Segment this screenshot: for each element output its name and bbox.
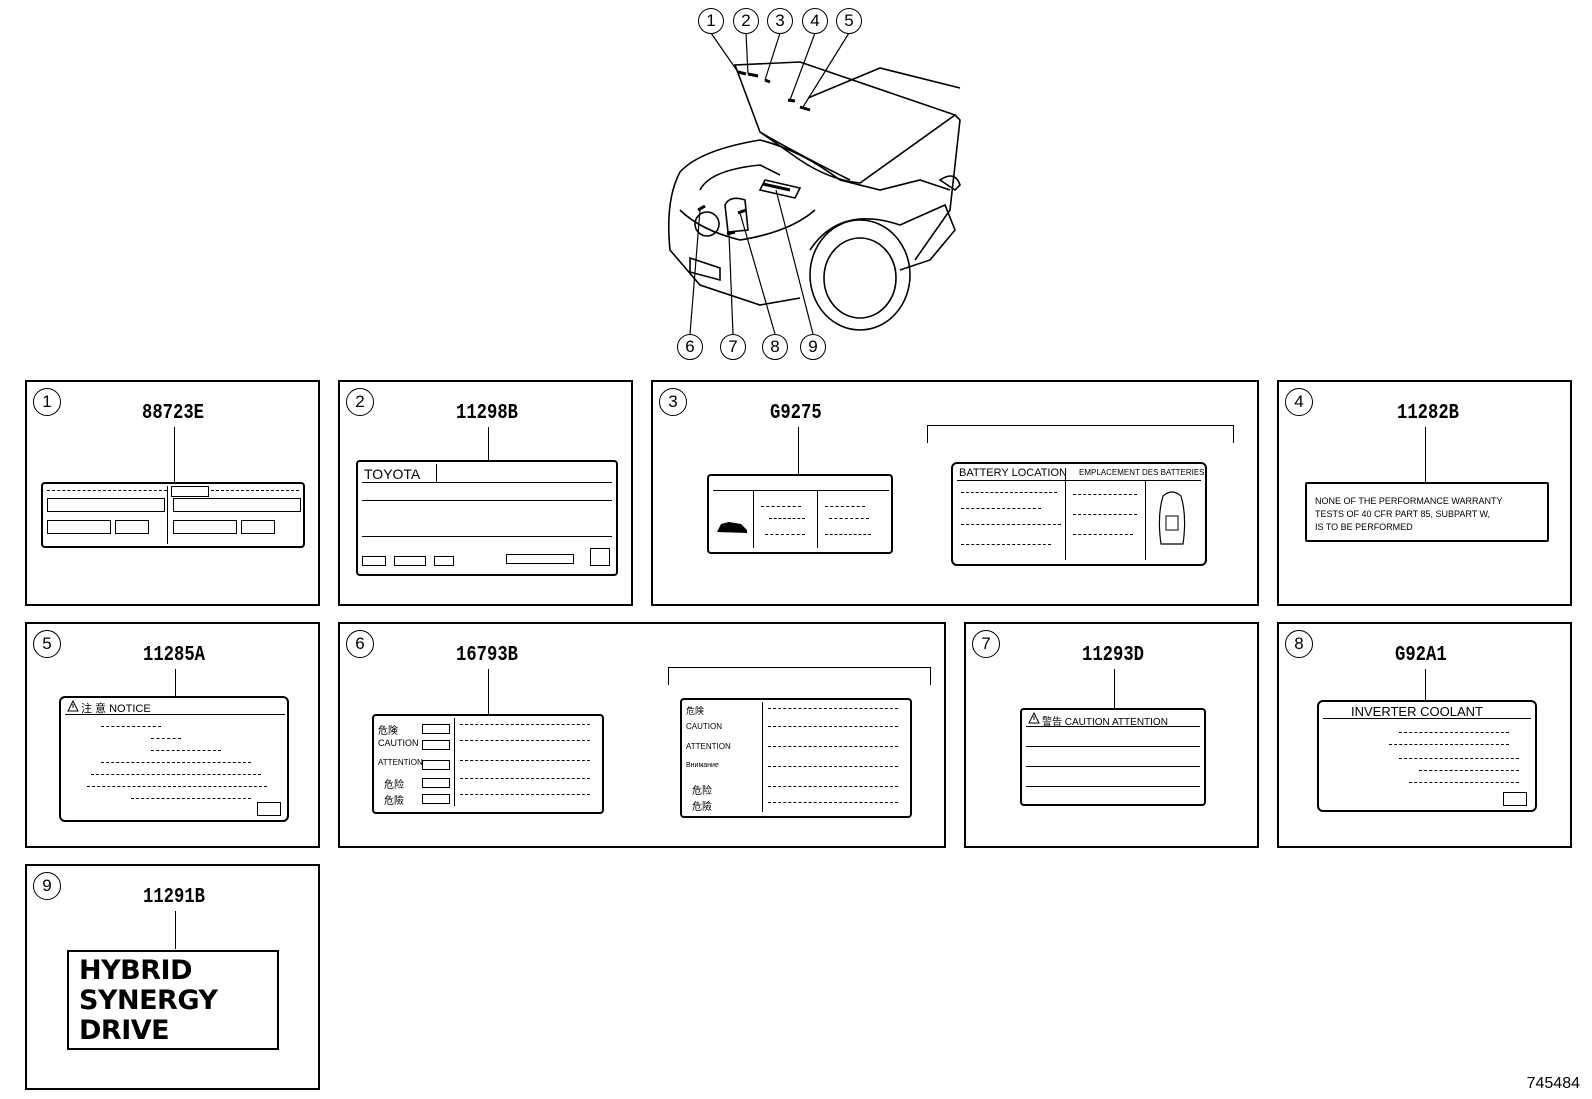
panel-6: 6 16793B 危険 CAUTION ATTENTION 危险 危險 危険 C… [338,622,946,848]
panel-5: 5 11285A 注 意 NOTICE [25,622,320,848]
panel-number: 7 [972,630,1000,658]
label-11285A: 注 意 NOTICE [59,696,289,822]
callout-7: 7 [720,334,746,360]
row-label-0: 危険 [378,726,398,737]
callout-5: 5 [836,8,862,34]
leader-line [488,427,489,479]
part-number: 11282B [1397,402,1460,425]
part-number: G9275 [770,402,822,425]
callout-2: 2 [733,8,759,34]
leader-line [174,427,175,487]
callout-9: 9 [800,334,826,360]
part-number: 11298B [456,402,519,425]
callout-8: 8 [762,334,788,360]
leader-line [175,911,176,949]
part-number: 16793B [456,644,519,667]
leader-line [1425,669,1426,701]
row-label-4: 危險 [384,796,404,807]
leader-line [1425,427,1426,483]
panel-7: 7 11293D 警告 CAUTION ATTENTION [964,622,1259,848]
panel-number: 1 [33,388,61,416]
panel-number: 3 [659,388,687,416]
panel-number: 8 [1285,630,1313,658]
hsd-line-1: HYBRID [79,955,192,986]
alt-row-label-0: 危険 [686,706,705,716]
caution-text: 警告 CAUTION ATTENTION [1042,717,1168,728]
panel-2: 2 11298B TOYOTA [338,380,633,606]
vehicle-overview-drawing [667,32,961,335]
warranty-line-2: TESTS OF 40 CFR PART 85, SUBPART W, [1315,509,1491,519]
label-16793B-alt: 危険 CAUTION ATTENTION Внимание 危险 危險 [680,698,912,818]
panel-number: 2 [346,388,374,416]
warranty-line-3: IS TO BE PERFORMED [1315,522,1413,532]
panel-number: 4 [1285,388,1313,416]
label-G9275-alt: BATTERY LOCATION EMPLACEMENT DES BATTERI… [951,462,1207,566]
hsd-line-2: SYNERGY [79,985,218,1016]
panel-3: 3 G9275 BATTERY LOCATION EMPLACEMENT DES… [651,380,1259,606]
panel-number: 9 [33,872,61,900]
alt-row-label-1: CAUTION [686,722,722,731]
panel-4: 4 11282B NONE OF THE PERFORMANCE WARRANT… [1277,380,1572,606]
leader-line [175,669,176,697]
part-number: 88723E [142,402,205,425]
label-16793B: 危険 CAUTION ATTENTION 危险 危險 [372,714,604,814]
label-88723E [41,482,305,548]
callout-6: 6 [677,334,703,360]
panel-8: 8 G92A1 INVERTER COOLANT [1277,622,1572,848]
alt-row-label-5: 危險 [692,802,712,813]
row-label-1: CAUTION [378,738,419,748]
alt-row-label-3: Внимание [686,762,719,769]
row-label-3: 危险 [384,780,404,791]
panel-number: 6 [346,630,374,658]
inverter-coolant-text: INVERTER COOLANT [1351,704,1483,719]
label-G9275 [707,474,893,554]
leader-line [798,427,799,475]
row-label-2: ATTENTION [378,758,423,767]
callout-3: 3 [767,8,793,34]
alt-bracket-right [1233,425,1234,443]
label-11282B: NONE OF THE PERFORMANCE WARRANTY TESTS O… [1305,482,1549,542]
car-topview-icon [1158,491,1186,545]
warning-triangle-icon [1028,712,1040,724]
figure-number: 745484 [1526,1075,1580,1092]
hsd-line-3: DRIVE [79,1015,170,1046]
battery-location-text: BATTERY LOCATION [959,467,1067,479]
car-icon [717,522,747,533]
alt-row-label-4: 危险 [692,786,712,797]
part-number: G92A1 [1395,644,1447,667]
callout-1: 1 [698,8,724,34]
alt-bracket-right [930,667,931,685]
leader-line [488,669,489,715]
emplacement-text: EMPLACEMENT DES BATTERIES [1079,468,1205,477]
toyota-text: TOYOTA [364,466,421,482]
warranty-line-1: NONE OF THE PERFORMANCE WARRANTY [1315,496,1503,506]
part-number: 11291B [143,886,206,909]
alt-bracket-left [927,425,928,443]
part-number: 11285A [143,644,206,667]
leader-line [1114,669,1115,709]
notice-text: 注 意 NOTICE [81,703,151,715]
label-G92A1: INVERTER COOLANT [1317,700,1537,812]
panel-9: 9 11291B HYBRID SYNERGY DRIVE [25,864,320,1090]
alt-bracket-left [668,667,669,685]
alt-row-label-2: ATTENTION [686,742,731,751]
part-number: 11293D [1082,644,1145,667]
callout-4: 4 [802,8,828,34]
label-11291B: HYBRID SYNERGY DRIVE [67,950,279,1050]
label-11293D: 警告 CAUTION ATTENTION [1020,708,1206,806]
warning-triangle-icon [67,700,79,712]
panel-1: 1 88723E [25,380,320,606]
panel-number: 5 [33,630,61,658]
label-11298B: TOYOTA [356,460,618,576]
